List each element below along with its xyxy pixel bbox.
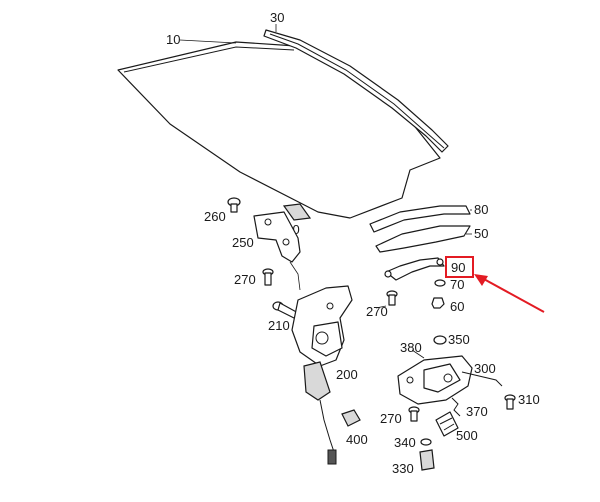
pad-280 (282, 203, 312, 221)
callout-250: 250 (232, 235, 254, 250)
bolt-270-right (386, 290, 398, 306)
hinge-bracket-250 (253, 211, 301, 291)
callout-60: 60 (450, 299, 464, 314)
callout-340: 340 (394, 435, 416, 450)
callout-270a: 270 (366, 304, 388, 319)
callout-50: 50 (474, 226, 488, 241)
callout-400: 400 (346, 432, 368, 447)
callout-310: 310 (518, 392, 540, 407)
callout-260: 260 (204, 209, 226, 224)
cylinder-500 (435, 411, 459, 437)
trim-50 (375, 225, 471, 253)
screw-260 (227, 197, 241, 213)
leader-380 (411, 349, 425, 359)
callout-330: 330 (392, 461, 414, 476)
callout-500: 500 (456, 428, 478, 443)
nut-60 (431, 297, 445, 309)
callout-350: 350 (448, 332, 470, 347)
rear-window-glass (117, 41, 441, 219)
washer-70 (434, 279, 446, 287)
callout-270b: 270 (234, 272, 256, 287)
sleeve-330 (419, 449, 435, 471)
callout-90: 90 (451, 260, 465, 275)
pointer-arrow (474, 274, 545, 313)
callout-370: 370 (466, 404, 488, 419)
motor-regulator-200 (291, 285, 353, 465)
callout-300: 300 (474, 361, 496, 376)
leader-270a (375, 305, 387, 309)
callout-200: 200 (336, 367, 358, 382)
bracket-90 (384, 257, 445, 281)
callout-70a: 70 (450, 277, 464, 292)
top-seal-strip (263, 29, 449, 153)
spring-370 (451, 397, 461, 417)
callout-10: 10 (166, 32, 180, 47)
bolt-310 (504, 394, 516, 410)
callout-80: 80 (474, 202, 488, 217)
callout-30: 30 (270, 10, 284, 25)
cap-400 (341, 409, 361, 427)
bolt-270-lower (408, 406, 420, 422)
washer-340 (420, 438, 432, 446)
lock-assembly-300 (397, 355, 503, 405)
highlight-box-90 (445, 256, 474, 278)
washer-350 (433, 335, 447, 345)
callout-380: 380 (400, 340, 422, 355)
leader-10 (179, 39, 237, 44)
callout-210: 210 (268, 318, 290, 333)
seal-80 (369, 205, 471, 233)
bolt-270-left (262, 268, 274, 286)
callout-270c: 270 (380, 411, 402, 426)
